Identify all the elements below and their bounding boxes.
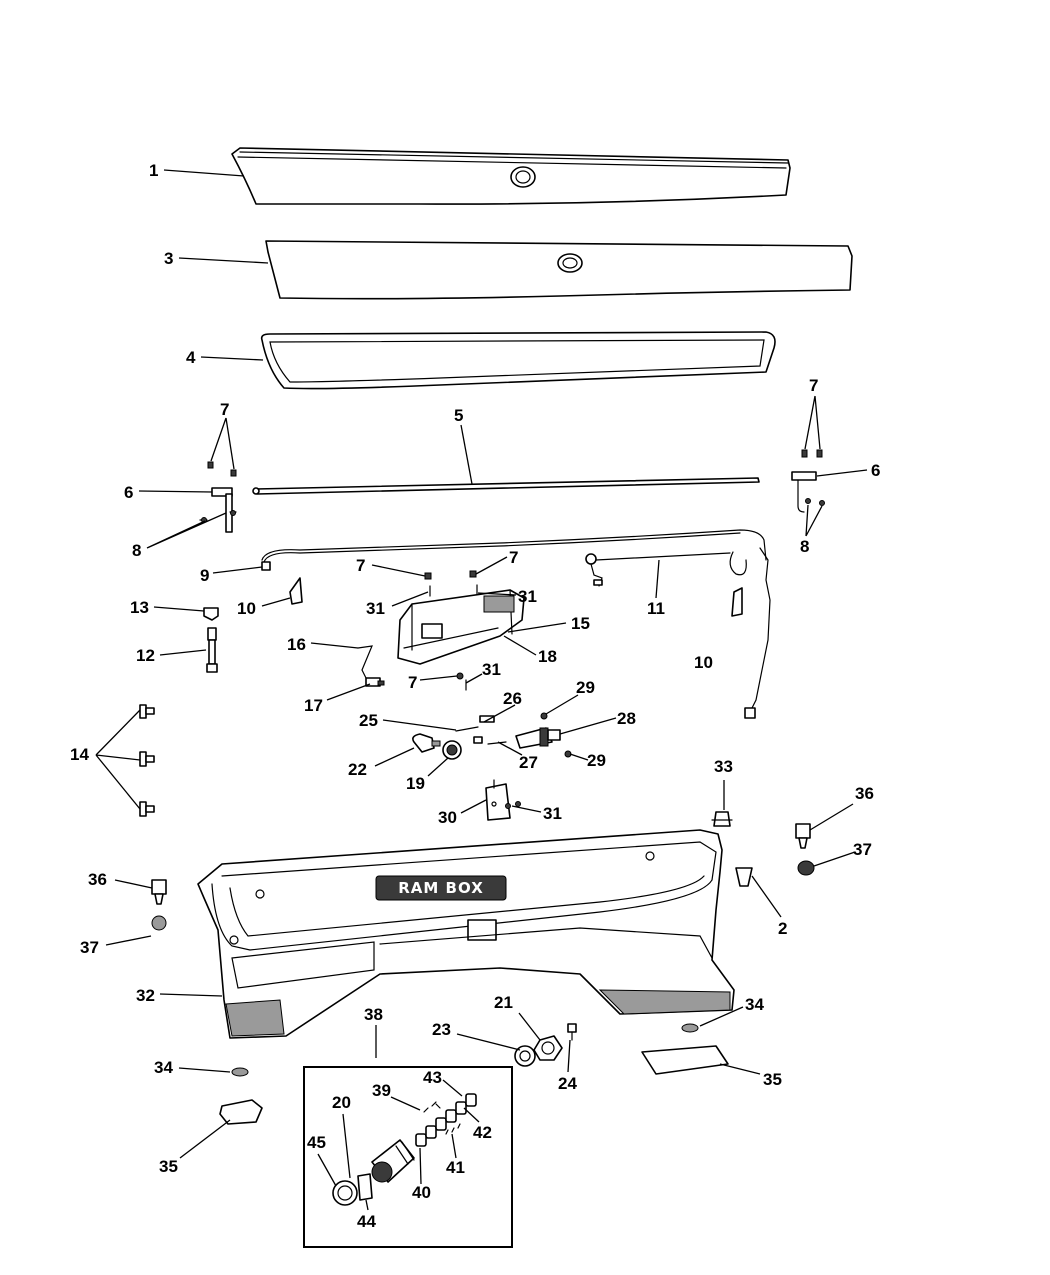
callout-36-left: 36 (88, 870, 107, 889)
callout-42: 42 (473, 1123, 492, 1142)
callout-39: 39 (372, 1081, 391, 1100)
callout-37-left: 37 (80, 938, 99, 957)
callout-7-mid-left: 7 (356, 556, 365, 575)
callout-26: 26 (503, 689, 522, 708)
callout-24: 24 (558, 1074, 577, 1093)
lock-kit-inset (303, 1066, 513, 1248)
wafer-stack-part (415, 1093, 477, 1147)
callout-28: 28 (617, 709, 636, 728)
callout-7-lower: 7 (408, 673, 417, 692)
callout-31-right: 31 (518, 587, 537, 606)
release-cable-part (261, 529, 771, 719)
callout-6-right: 6 (871, 461, 880, 480)
callout-37-right: 37 (853, 840, 872, 859)
callout-18: 18 (538, 647, 557, 666)
callout-35-left: 35 (159, 1157, 178, 1176)
callout-41: 41 (446, 1158, 465, 1177)
callout-29-lower: 29 (587, 751, 606, 770)
stud-parts (139, 704, 155, 817)
left-bracket-part (289, 577, 303, 605)
callout-43: 43 (423, 1068, 442, 1087)
callout-34-right: 34 (745, 995, 764, 1014)
latch-rod-part (357, 645, 385, 687)
lock-cylinder-parts (455, 715, 561, 749)
callout-31-plate: 31 (543, 804, 562, 823)
callout-31-lower: 31 (482, 660, 501, 679)
striker-plate-part (485, 779, 521, 821)
callout-5: 5 (454, 406, 463, 425)
pad-parts (231, 1023, 699, 1077)
callout-7-right: 7 (809, 376, 818, 395)
drain-plug-part (735, 867, 753, 887)
callout-27: 27 (519, 753, 538, 772)
callout-15: 15 (571, 614, 590, 633)
callout-40: 40 (412, 1183, 431, 1202)
callout-22: 22 (348, 760, 367, 779)
callout-14: 14 (70, 745, 89, 764)
callout-3: 3 (164, 249, 173, 268)
callout-16: 16 (287, 635, 306, 654)
callout-13: 13 (130, 598, 149, 617)
callout-30: 30 (438, 808, 457, 827)
bumper-parts (151, 823, 815, 931)
callout-31-left: 31 (366, 599, 385, 618)
callout-2: 2 (778, 919, 787, 938)
callout-7-mid-right: 7 (509, 548, 518, 567)
lid-outer-part (231, 147, 791, 205)
screw-parts (424, 570, 572, 758)
storage-bin-part: RAM BOX (197, 829, 735, 1039)
bin-logo-text: RAM BOX (398, 879, 484, 897)
callout-11: 11 (647, 599, 665, 618)
callout-44: 44 (357, 1212, 376, 1231)
cable-end-part (261, 561, 271, 571)
callout-36-right: 36 (855, 784, 874, 803)
callout-23: 23 (432, 1020, 451, 1039)
callout-9: 9 (200, 566, 209, 585)
callout-38: 38 (364, 1005, 383, 1024)
drain-fittings-part (514, 1023, 577, 1067)
callout-20: 20 (332, 1093, 351, 1112)
callout-33: 33 (714, 757, 733, 776)
callout-12: 12 (136, 646, 155, 665)
callout-45: 45 (307, 1133, 326, 1152)
callout-25: 25 (359, 711, 378, 730)
foam-pad-parts (219, 1045, 729, 1125)
lid-rod-part (252, 477, 760, 495)
callout-17: 17 (304, 696, 323, 715)
right-bracket-part (731, 587, 743, 617)
callout-10-left: 10 (237, 599, 256, 618)
latch-actuator-part (203, 607, 219, 673)
lid-inner-panel-part (265, 240, 853, 300)
callout-32: 32 (136, 986, 155, 1005)
clip-part (711, 811, 733, 827)
callout-1: 1 (149, 161, 158, 180)
callout-19: 19 (406, 774, 425, 793)
lock-grommet-part (442, 740, 462, 760)
callout-4: 4 (186, 348, 196, 367)
lid-seal-part (260, 331, 776, 390)
key-part (412, 733, 441, 753)
latch-housing-part (397, 589, 525, 665)
callout-8-right: 8 (800, 537, 809, 556)
callout-6-left: 6 (124, 483, 133, 502)
callout-21: 21 (494, 993, 513, 1012)
callout-10-right: 10 (694, 653, 713, 672)
callout-8-left: 8 (132, 541, 141, 560)
callout-numbers: 1 3 4 5 7 7 7 7 7 6 6 8 8 9 10 10 11 13 … (70, 161, 880, 1231)
callout-35-right: 35 (763, 1070, 782, 1089)
callout-29-upper: 29 (576, 678, 595, 697)
left-hinge-part (199, 461, 237, 533)
callout-7-left: 7 (220, 400, 229, 419)
leader-lines (95, 169, 868, 1211)
right-hinge-part (791, 449, 825, 513)
callout-34-left: 34 (154, 1058, 173, 1077)
